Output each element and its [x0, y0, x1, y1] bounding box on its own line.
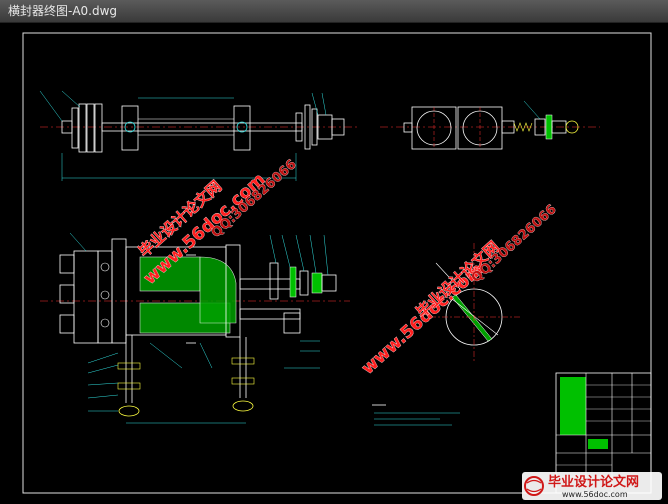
globe-icon: [524, 476, 544, 496]
section-assembly-view: [40, 232, 350, 424]
window-title: 横封器终图-A0.dwg: [8, 4, 118, 18]
technical-notes: [372, 404, 460, 426]
corner-logo-cn: 毕业设计论文网: [548, 474, 639, 490]
corner-logo: 毕业设计论文网 www.56doc.com: [522, 472, 662, 500]
watermark-right: www.56doc.com 毕业设计论文网: [358, 237, 503, 379]
disc-detail-view: [430, 243, 520, 363]
top-right-view: [380, 100, 600, 150]
corner-logo-url: www.56doc.com: [562, 490, 628, 499]
title-bar: 横封器终图-A0.dwg: [0, 0, 668, 23]
drawing-border: [22, 32, 652, 494]
watermark-cn-right: 毕业设计论文网: [413, 238, 503, 322]
top-assembly-view: [39, 90, 360, 181]
drawing-svg: www.56doc.com 毕业设计论文网 QQ:306826066 www.5…: [22, 32, 652, 494]
drawing-canvas[interactable]: www.56doc.com 毕业设计论文网 QQ:306826066 www.5…: [0, 23, 668, 504]
